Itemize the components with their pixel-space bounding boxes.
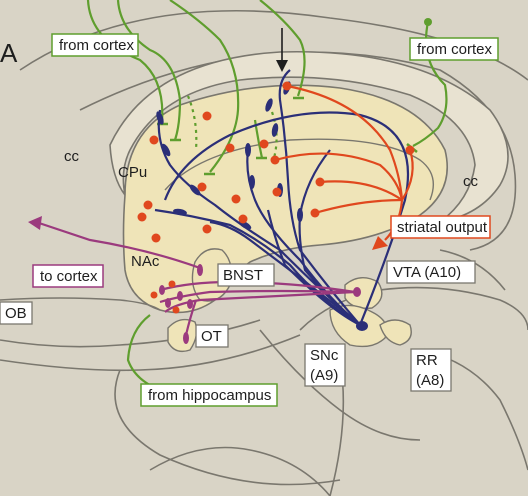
from-cortex-left-text: from cortex	[59, 37, 135, 54]
from-hippocampus-callout: from hippocampus	[140, 383, 278, 407]
rr-callout: RR (A8)	[410, 348, 452, 392]
olfactory-tract	[0, 297, 161, 311]
to-cortex-text: to cortex	[40, 268, 98, 285]
accumbens-neurons	[159, 264, 361, 344]
ot-region	[167, 318, 198, 353]
ob-label: OB	[5, 305, 27, 322]
lateral-ventricle	[164, 138, 434, 201]
striatal-output-text: striatal output	[397, 219, 488, 236]
cc-right-label: cc	[463, 173, 479, 190]
striatal-neurons	[137, 81, 415, 243]
panel-letter: A	[0, 38, 18, 68]
injection-arrow	[276, 28, 288, 72]
accumbens-red-neurons	[150, 280, 180, 314]
ot-label: OT	[201, 328, 222, 345]
rr-label-line2: (A8)	[416, 372, 444, 389]
vta-label: VTA (A10)	[393, 264, 461, 281]
striatal-output-callout: striatal output	[390, 215, 491, 239]
striatal-output-arrowhead	[372, 236, 388, 250]
rr-region	[379, 319, 412, 346]
from-cortex-left-callout: from cortex	[51, 33, 139, 57]
cpu-label: CPu	[118, 164, 147, 181]
corpus-callosum	[109, 50, 509, 223]
rr-label-line1: RR	[416, 352, 438, 369]
to-cortex-callout: to cortex	[32, 264, 104, 288]
snc-callout: SNc (A9)	[304, 343, 346, 387]
cc-left-label: cc	[64, 148, 80, 165]
cortex-source-dot	[424, 18, 432, 26]
bnst-callout: BNST	[217, 263, 275, 287]
ob-callout: OB	[0, 301, 33, 325]
from-hippocampus-text: from hippocampus	[148, 387, 271, 404]
vta-callout: VTA (A10)	[386, 260, 476, 284]
snc-label-line2: (A9)	[310, 367, 338, 384]
ot-callout: OT	[195, 324, 229, 348]
to-cortex-arrowhead	[28, 216, 42, 230]
nac-label: NAc	[131, 253, 160, 270]
from-cortex-right-callout: from cortex	[409, 37, 499, 61]
bnst-label: BNST	[223, 267, 263, 284]
snc-label-line1: SNc	[310, 347, 339, 364]
from-cortex-right-text: from cortex	[417, 41, 493, 58]
striatal-output-pathways	[274, 84, 414, 241]
